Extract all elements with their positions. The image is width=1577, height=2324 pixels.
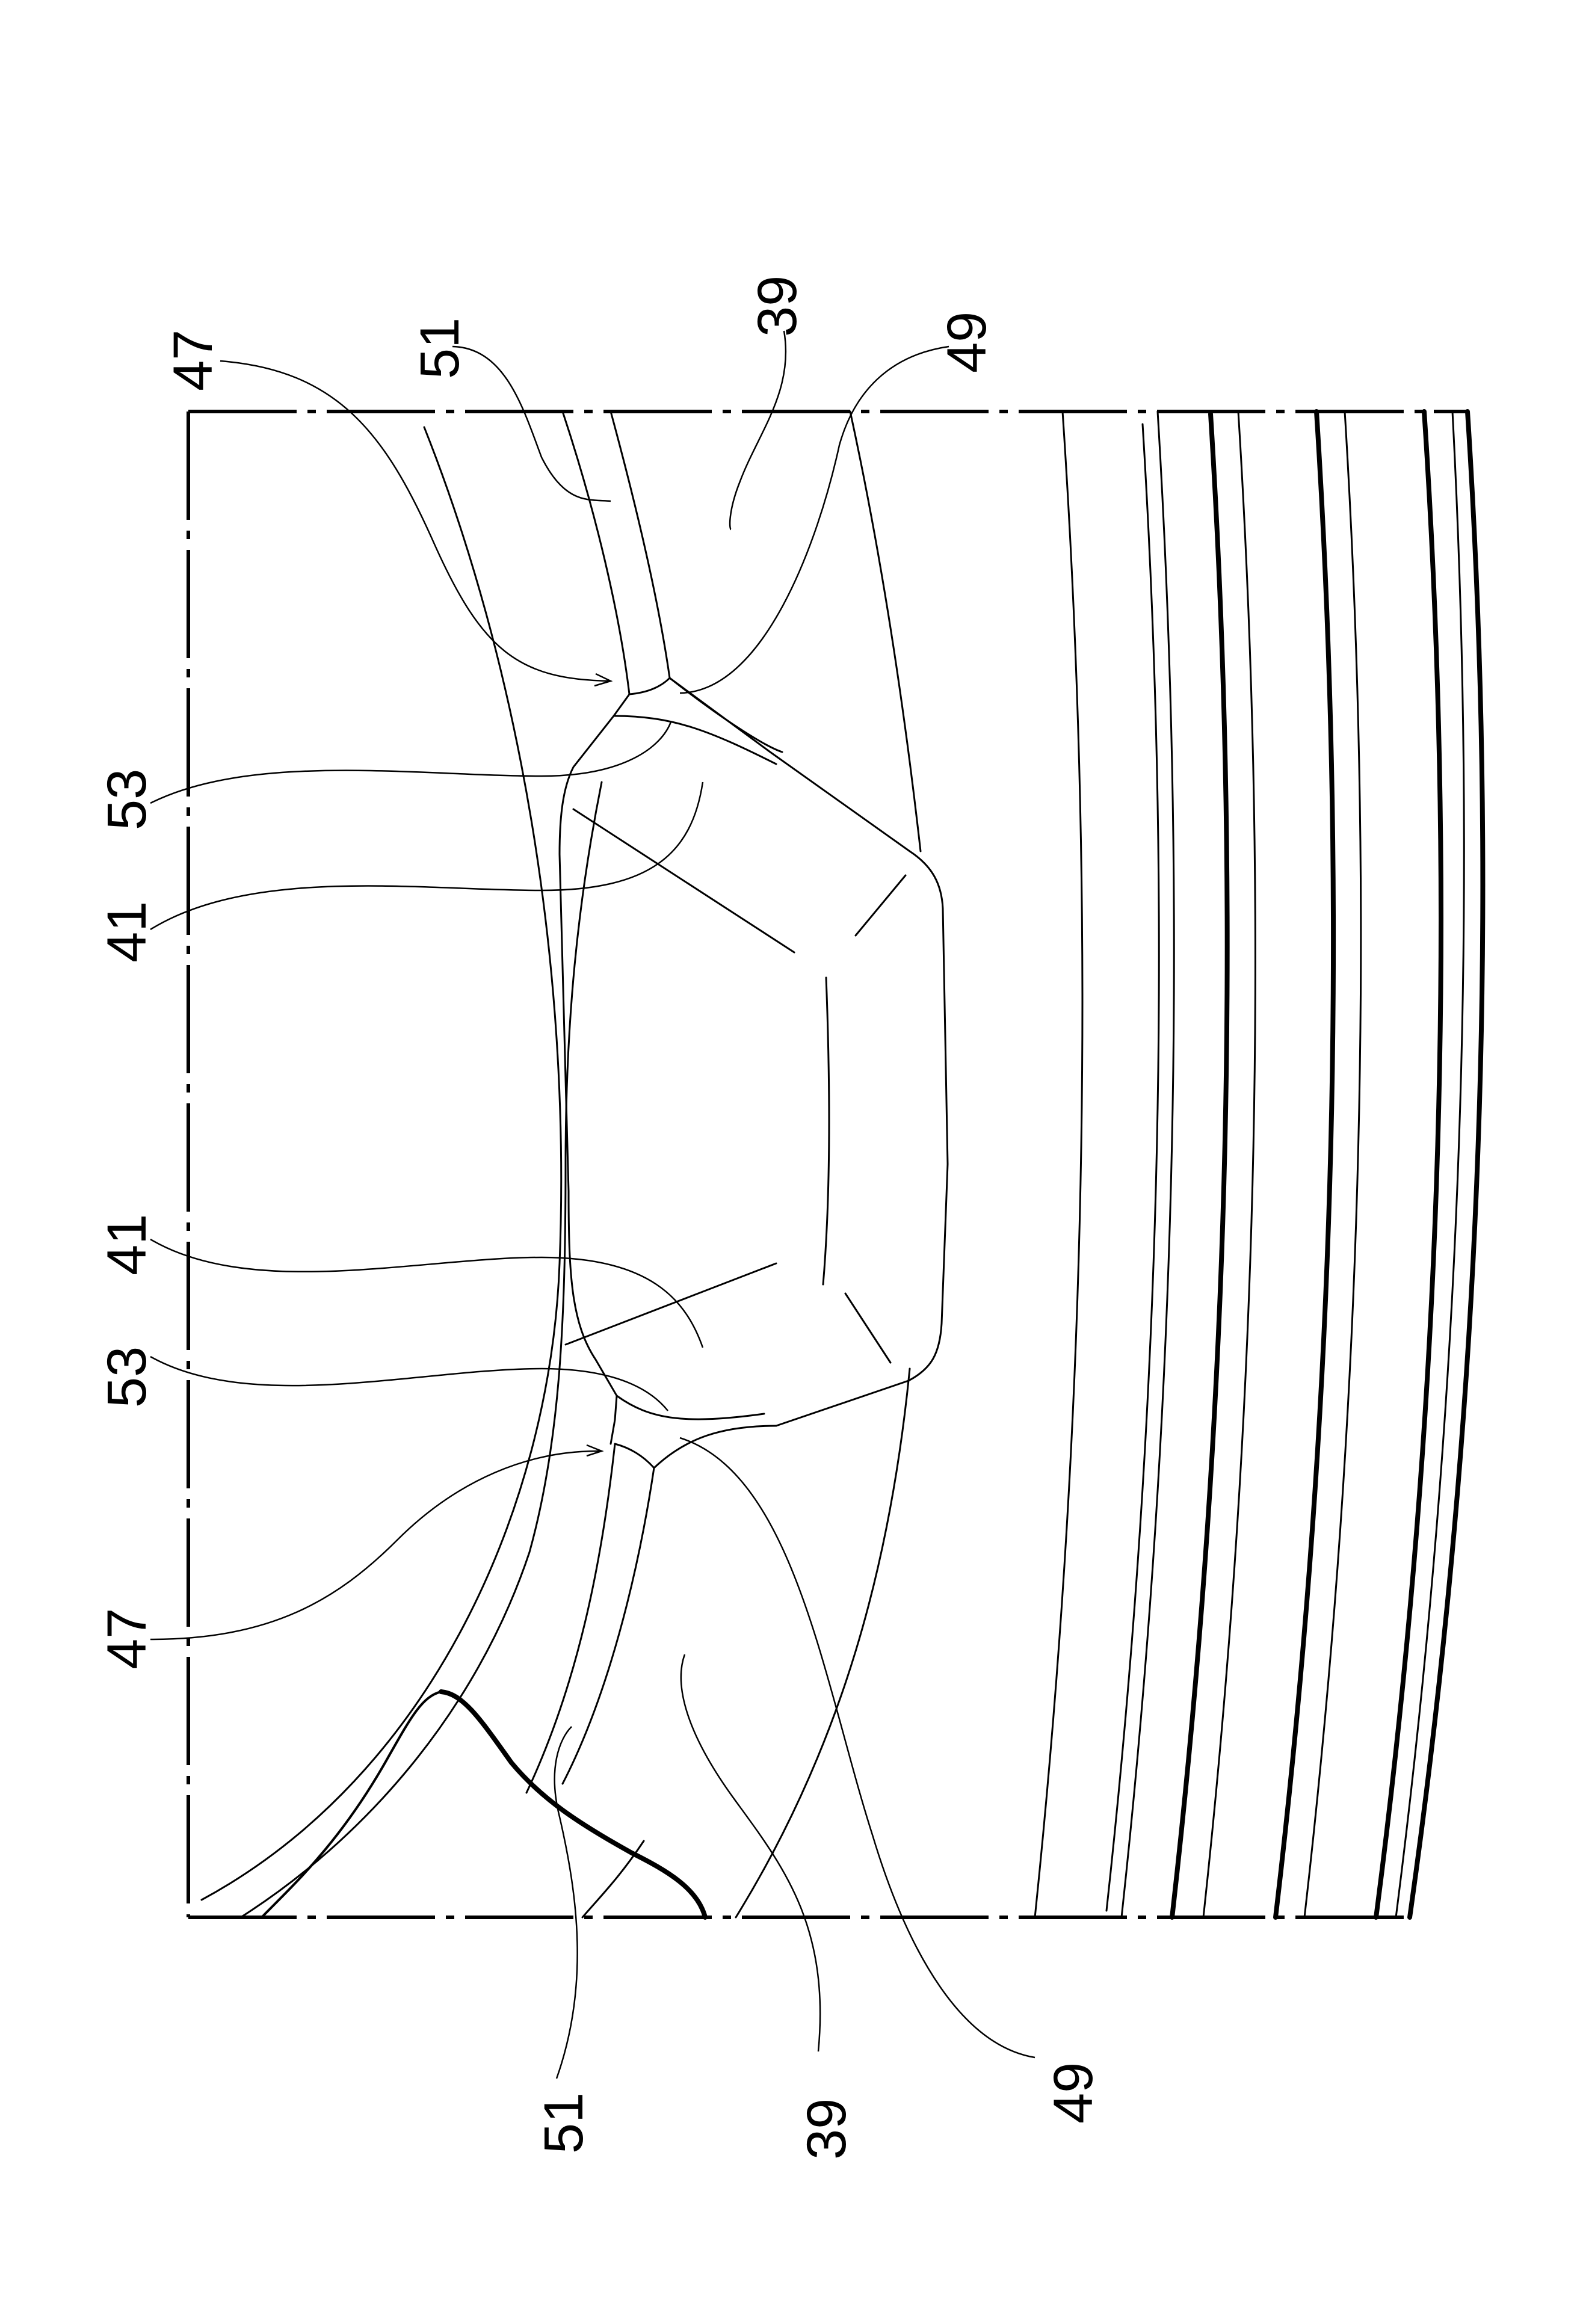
arc-9 — [1395, 410, 1465, 1919]
label-39-top: 39 — [747, 276, 808, 337]
arrow-head-47-lower — [586, 1444, 604, 1457]
land-39-upper-boundary — [849, 410, 922, 852]
groove-51-top-right — [610, 410, 671, 679]
block-53-upper-chamfer — [613, 715, 777, 765]
sipe-lower-diag — [564, 1262, 777, 1346]
label-49-bottom: 49 — [1043, 2062, 1104, 2124]
groove-49-lower-joint — [653, 1425, 777, 1469]
groove-51-top — [561, 410, 671, 695]
groove-51-bottom-left — [525, 1443, 616, 1794]
groove-47-lower-neck — [610, 1395, 618, 1445]
leader-41-upper — [150, 781, 704, 931]
block-41 — [558, 677, 949, 1427]
inner-arc-outer — [200, 426, 563, 1901]
leader-39-top — [729, 330, 787, 531]
leader-51-top — [452, 345, 611, 502]
bold-contour-right — [439, 1689, 708, 1920]
label-51-top: 51 — [409, 318, 471, 379]
arc-10-outer-bold — [1407, 409, 1486, 1920]
groove-51-top-left — [561, 410, 631, 695]
sipe-upper-diag — [572, 808, 795, 954]
label-41-upper: 41 — [96, 901, 158, 963]
block-41-left-edge — [558, 693, 631, 1397]
label-49-top: 49 — [936, 312, 998, 373]
short-diag-lower — [581, 1840, 645, 1919]
groove-51-bottom-right — [561, 1467, 655, 1785]
label-39-bottom: 39 — [796, 2098, 857, 2160]
groove-51-top-cap — [628, 677, 671, 695]
leader-49-bottom — [679, 1437, 1035, 2059]
leader-49-top — [679, 345, 949, 694]
bold-contour-left — [261, 1691, 442, 1919]
leader-lines — [150, 330, 1035, 2079]
arc-8-bold — [1374, 409, 1443, 1920]
frame-boundary — [187, 410, 1467, 1919]
leader-41-lower — [150, 1238, 704, 1348]
leader-47-lower — [150, 1450, 602, 1641]
block-41-right-edge — [668, 677, 949, 1427]
sipe-lower-right — [844, 1292, 892, 1364]
groove-51-bottom-cap — [614, 1443, 655, 1469]
reference-numerals: 47 51 39 49 53 41 41 53 47 51 39 49 — [96, 276, 1104, 2160]
label-53-lower: 53 — [96, 1346, 158, 1408]
groove-51-bottom — [525, 1395, 777, 1794]
label-53-upper: 53 — [96, 769, 158, 830]
land-39-lower-boundary — [735, 1367, 911, 1919]
arc-4-bold — [1170, 411, 1230, 1920]
label-51-bottom: 51 — [533, 2092, 594, 2154]
label-41-lower: 41 — [96, 1214, 158, 1275]
shoulder-arcs — [1034, 409, 1486, 1920]
leader-53-lower — [150, 1355, 668, 1411]
sipe-center-arc — [822, 976, 830, 1286]
arc-7 — [1303, 410, 1362, 1919]
inner-arc-inner — [239, 781, 603, 1919]
arc-1 — [1034, 410, 1084, 1919]
arc-2 — [1105, 423, 1160, 1912]
leader-39-bottom — [680, 1654, 821, 2052]
arc-6-bold — [1273, 409, 1336, 1920]
arrow-head-47-top — [594, 673, 613, 687]
leader-47-top — [220, 360, 611, 682]
label-47-top: 47 — [162, 330, 224, 391]
block-53-lower-chamfer — [616, 1395, 765, 1420]
arc-3 — [1120, 410, 1175, 1919]
arc-5 — [1202, 410, 1256, 1919]
tread-curves — [200, 426, 603, 1919]
label-47-lower: 47 — [96, 1608, 158, 1669]
sipe-upper-right — [854, 874, 907, 937]
leader-51-bottom — [554, 1726, 578, 2079]
leader-53-upper — [150, 721, 672, 804]
